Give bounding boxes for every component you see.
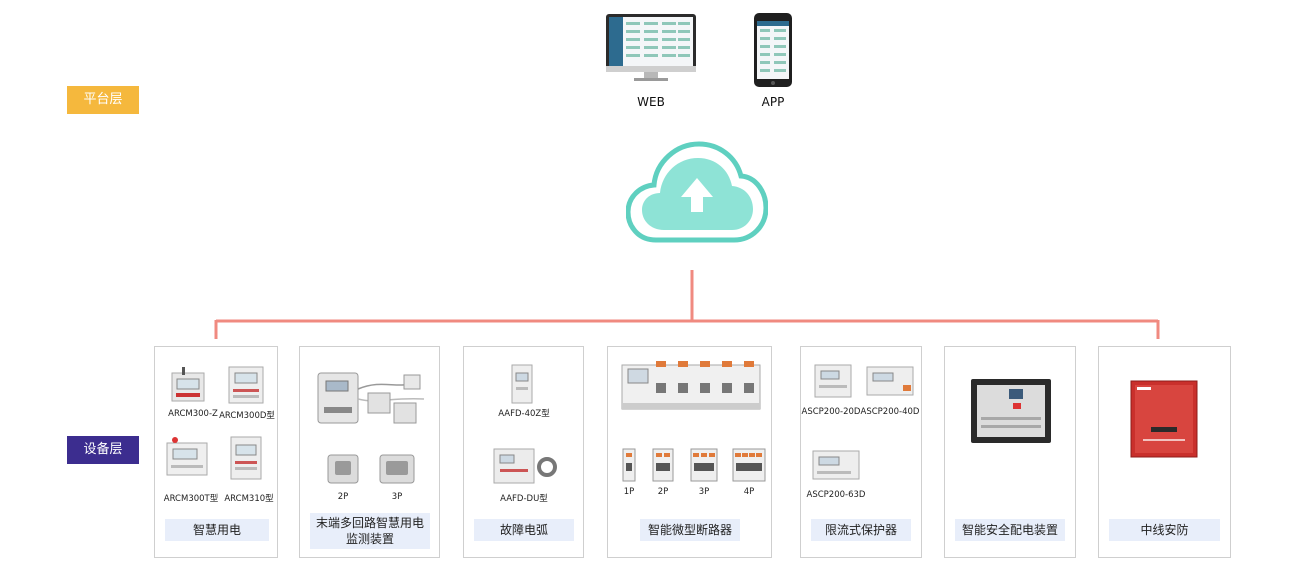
caption-arcm300d: ARCM300D型 [219, 411, 275, 421]
caption-ascp200-20d: ASCP200-20D [801, 407, 861, 417]
mcb-4p-icon [732, 447, 766, 483]
caption-ascp200-40d: ASCP200-40D [860, 407, 920, 417]
2p-sensor-icon [326, 453, 360, 485]
ascp200-40d-device-icon [865, 365, 915, 397]
arcm300d-device-icon [227, 365, 265, 405]
caption-3p: 3P [391, 492, 403, 502]
caption-mcb-1p: 1P [623, 487, 635, 497]
caption-aafd-du: AAFD-DU型 [500, 494, 548, 504]
card-label-multi-circuit-monitor: 末端多回路智慧用电监测装置 [310, 513, 430, 549]
mcb-2p-icon [652, 447, 674, 483]
card-label-arc-fault: 故障电弧 [474, 519, 574, 541]
caption-arcm300t: ARCM300T型 [163, 494, 219, 504]
card-label-smart-mcb: 智能微型断路器 [640, 519, 740, 541]
web-label: WEB [637, 95, 665, 109]
cloud-upload-icon [626, 140, 768, 244]
card-label-smart-electricity: 智慧用电 [165, 519, 269, 541]
mcb-assembly-icon [620, 359, 762, 415]
caption-arcm310: ARCM310型 [224, 494, 274, 504]
arcm310-device-icon [229, 435, 263, 481]
card-label-smart-safe-distribution: 智能安全配电装置 [955, 519, 1065, 541]
3p-sensor-icon [378, 453, 416, 485]
card-label-current-limiting-protector: 限流式保护器 [811, 519, 911, 541]
caption-arcm300-z: ARCM300-Z [168, 409, 218, 419]
app-phone-icon [754, 13, 792, 87]
card-arc-fault: AAFD-40Z型 AAFD-DU型 故障电弧 [463, 346, 584, 558]
card-current-limiting-protector: ASCP200-20D ASCP200-40D ASCP200-63D 限流式保… [800, 346, 922, 558]
arcm300t-device-icon [165, 435, 209, 479]
card-smart-mcb: 1P 2P 3P 4P 智能微型断路器 [607, 346, 772, 558]
platform-layer-tag: 平台层 [67, 86, 139, 114]
caption-mcb-3p: 3P [698, 487, 710, 497]
aafd-du-device-icon [492, 445, 558, 487]
card-smart-safe-distribution: 智能安全配电装置 [944, 346, 1076, 558]
app-label: APP [761, 95, 785, 109]
caption-2p: 2P [337, 492, 349, 502]
ascp200-63d-device-icon [811, 449, 861, 481]
caption-aafd-40z: AAFD-40Z型 [498, 409, 550, 419]
card-smart-electricity: ARCM300-Z ARCM300D型 ARCM300T型 ARCM310型 智… [154, 346, 278, 558]
caption-mcb-4p: 4P [743, 487, 755, 497]
safe-distribution-cabinet-icon [969, 377, 1053, 447]
neutral-line-cabinet-icon [1129, 379, 1199, 459]
card-neutral-line-security: 中线安防 [1098, 346, 1231, 558]
web-monitor-icon [606, 14, 696, 82]
caption-ascp200-63d: ASCP200-63D [806, 490, 866, 500]
card-label-neutral-line-security: 中线安防 [1109, 519, 1220, 541]
caption-mcb-2p: 2P [657, 487, 669, 497]
mcb-1p-icon [622, 447, 636, 483]
ascp200-20d-device-icon [813, 363, 853, 399]
multi-circuit-monitor-device-icon [312, 359, 432, 437]
arcm300-z-device-icon [168, 365, 208, 405]
mcb-3p-icon [690, 447, 718, 483]
card-multi-circuit-monitor: 2P 3P 末端多回路智慧用电监测装置 [299, 346, 440, 558]
device-layer-tag: 设备层 [67, 436, 139, 464]
aafd-40z-device-icon [510, 363, 534, 405]
